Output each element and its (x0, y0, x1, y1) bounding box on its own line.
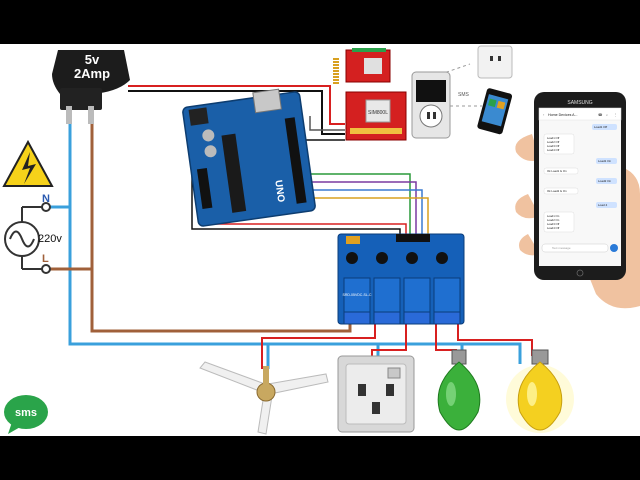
received-1-line-2: Load2 Off (547, 140, 559, 144)
sms-badge-label: sms (15, 407, 37, 419)
received-bubble-3 (543, 187, 579, 195)
usb-port (252, 88, 282, 114)
received-text-2: Ok Load1 Is On (547, 169, 567, 173)
relay1-output-wire (261, 319, 376, 369)
phone-brand: SAMSUNG (567, 100, 592, 106)
relay-in4-wire (305, 197, 429, 239)
received-4-line-2: Load2 On (547, 218, 560, 222)
sms-badge: sms (4, 395, 48, 434)
received-1-line-3: Load3 Off (547, 144, 559, 148)
power-jack (188, 107, 209, 126)
ceiling-fan-icon (199, 361, 329, 435)
microcontroller-chip (221, 133, 247, 213)
voltage-label: 220v (38, 233, 62, 245)
message-input-placeholder: Text message (552, 246, 571, 250)
received-4-line-1: Load1 On (547, 214, 560, 218)
capacitor-2 (204, 145, 217, 158)
more-icon[interactable]: ⋮ (614, 113, 618, 117)
high-voltage-warning-icon (2, 139, 54, 187)
received-bubble-4 (543, 211, 575, 233)
arduino-label: UNO (272, 179, 286, 203)
send-button[interactable] (610, 244, 618, 252)
neutral-wire (68, 114, 522, 364)
received-4-line-4: Load4 Off (547, 226, 559, 230)
gsm-rx-wire (309, 116, 345, 131)
green-bulb-icon (437, 349, 481, 431)
received-1-line-4: Load4 Off (547, 148, 559, 152)
adapter-current-label: 2Amp (74, 66, 110, 81)
socket-switch (387, 367, 401, 379)
live-label: L (42, 253, 49, 265)
socket-outlet-icon (337, 355, 415, 433)
small-phone-icon (477, 88, 513, 135)
wiring-canvas: 5v 2Amp N L 220v UNO (0, 44, 640, 436)
adapter-positive-wire (128, 85, 345, 125)
relay-units (343, 277, 461, 313)
relay-in2-wire (305, 181, 417, 239)
gsm-module-label: SIM800L (368, 110, 388, 116)
sent-bubble-1 (592, 124, 617, 130)
arduino-board: UNO (182, 88, 316, 227)
neutral-label: N (42, 193, 50, 205)
adapter-pin-left (66, 106, 72, 124)
sent-bubble-4 (596, 202, 617, 208)
smart-socket: SMS (411, 71, 470, 139)
yellow-bulb-icon (506, 349, 574, 433)
sim-slot (364, 58, 382, 74)
relay4-output-wire (457, 319, 533, 356)
phone-screen (539, 108, 621, 266)
chat-title: Home Devices A... (548, 113, 578, 117)
received-text-3: Ok Load2 Is On (547, 189, 567, 193)
relay-input-header (396, 234, 430, 242)
search-icon[interactable]: ⌕ (606, 113, 608, 117)
wall-outlet-icon (477, 45, 513, 79)
neutral-terminal (41, 202, 51, 212)
relay-2 (373, 277, 401, 313)
chat-header (538, 107, 622, 121)
relay-3 (403, 277, 431, 313)
sent-text-4: Load 4 (598, 203, 608, 207)
adapter-ground-wire (128, 90, 345, 135)
ac-source: N L 220v (4, 193, 62, 274)
jumper (346, 236, 360, 244)
sent-bubble-2 (596, 158, 617, 164)
back-icon[interactable]: ‹ (543, 112, 545, 117)
capacitor-1 (202, 129, 215, 142)
received-bubble-2 (543, 167, 579, 175)
received-4-line-3: Load3 Off (547, 222, 559, 226)
relay-terminals (343, 311, 461, 325)
relay-module: SRD-05VDC-SL-C (337, 233, 465, 325)
relay-4 (433, 277, 461, 313)
relay-in1-wire (305, 173, 411, 239)
adapter-pin-right (88, 106, 94, 124)
relay-1 (343, 277, 371, 313)
power-header (196, 167, 213, 209)
sent-bubble-3 (596, 178, 617, 184)
sms-caption: SMS (458, 92, 470, 98)
power-adapter: 5v 2Amp (52, 50, 130, 124)
gsm-module: SIM800L (333, 48, 407, 141)
live-terminal (41, 264, 51, 274)
relay-label: SRD-05VDC-SL-C (343, 293, 372, 297)
relay-in3-wire (305, 189, 423, 239)
message-input[interactable] (541, 243, 609, 253)
call-icon[interactable]: ☎ (598, 113, 603, 117)
sent-text-1: Load1 Off (594, 125, 607, 129)
received-1-line-1: Load1 Off (547, 136, 559, 140)
home-button[interactable] (576, 269, 584, 277)
sent-text-2: Load1 On (598, 159, 612, 163)
smartphone: SAMSUNG ‹ Home Devices A... ☎ ⌕ ⋮ Load1 … (534, 92, 626, 280)
received-bubble-1 (543, 133, 575, 155)
sent-text-3: Load2 On (598, 179, 612, 183)
adapter-voltage-label: 5v (85, 52, 100, 67)
digital-header (284, 117, 307, 204)
